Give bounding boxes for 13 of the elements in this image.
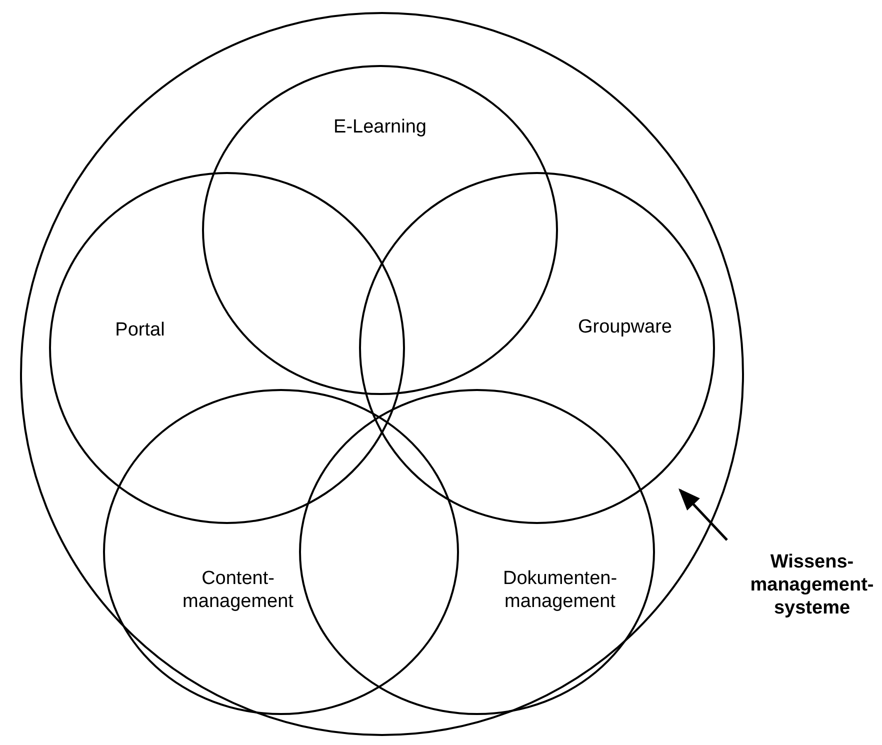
circle-label: Groupware xyxy=(577,316,673,338)
circle-label: Portal xyxy=(114,318,166,342)
circle-label: E-Learning xyxy=(332,116,428,138)
venn-circle xyxy=(103,389,459,715)
venn-circle xyxy=(359,172,715,524)
circle-label: Dokumenten- management xyxy=(502,567,618,613)
outer-circle xyxy=(20,12,744,736)
circle-label: Content- management xyxy=(182,567,294,613)
venn-circle xyxy=(49,172,405,524)
venn-circle xyxy=(299,389,655,715)
callout-label: Wissens- management- systeme xyxy=(742,550,882,620)
leader-arrow xyxy=(678,488,728,541)
venn-circle xyxy=(202,65,558,395)
